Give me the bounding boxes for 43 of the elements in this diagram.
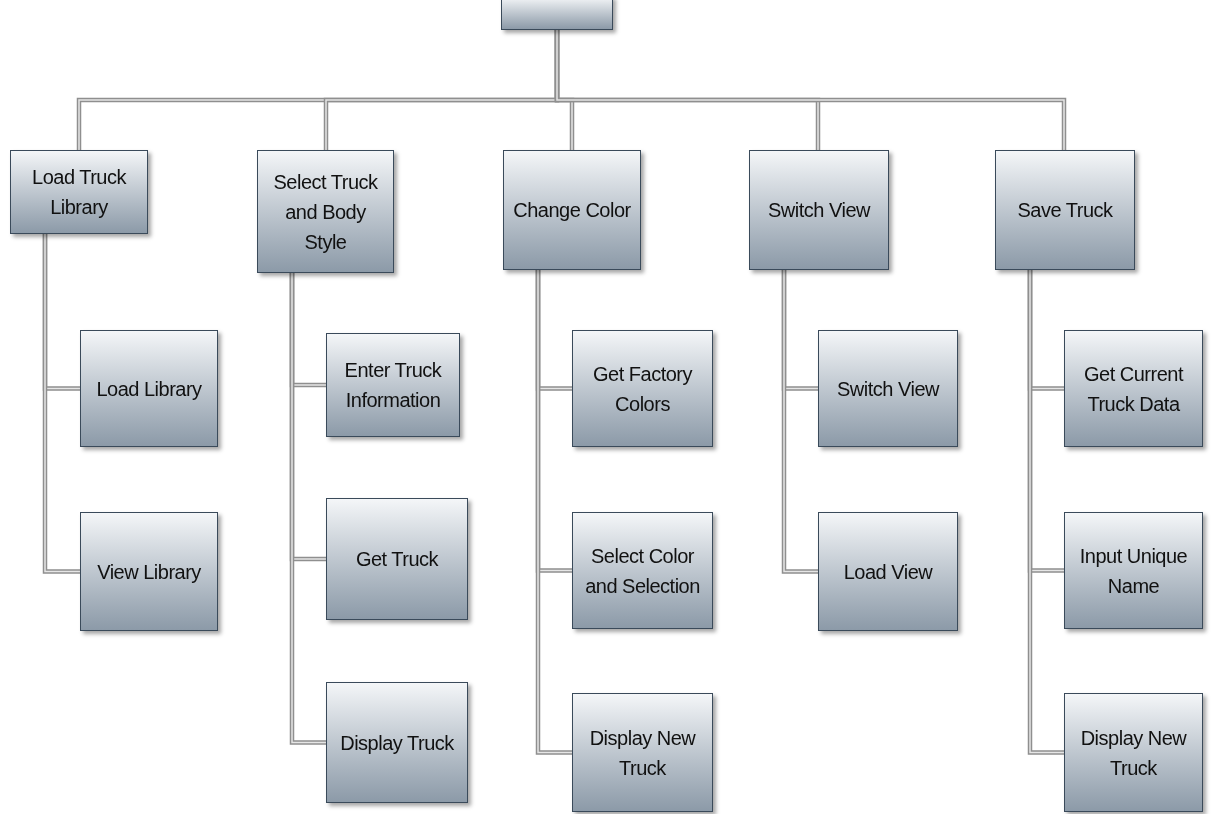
process-box [503,150,641,270]
box-label: Load Library [96,376,202,402]
box-label: Switch View [837,376,939,402]
process-box [326,682,468,803]
process-box [1064,512,1203,629]
process-box [501,0,613,30]
box-label: Get Current Truck Data [1083,361,1185,417]
box-label: Load View [843,559,933,585]
process-box [257,150,394,273]
box-label: Save Truck [1017,198,1113,223]
box-label: Display New Truck [1079,725,1188,781]
box-label: Load Truck Library [31,165,128,220]
box-label: Get Factory Colors [592,361,694,417]
process-box [326,498,468,620]
box-label: Select Color and Selection [584,543,701,599]
connector-line [1027,269,1065,755]
process-box [818,512,958,631]
connector-line [535,269,573,755]
box-label: Switch View [768,198,870,223]
process-box [326,333,460,437]
connector-line [42,233,81,574]
process-box [749,150,889,270]
process-box [572,693,713,812]
process-box [1064,693,1203,812]
box-label: Enter Truck Information [343,358,443,413]
connector-line [289,272,327,745]
box-label: Get Truck [355,547,439,572]
box-label: Input Unique Name [1078,543,1189,599]
box-label: Change Color [513,198,631,223]
box-label: Display New Truck [588,725,697,781]
process-box [572,512,713,629]
box-label: Display Truck [340,730,454,756]
connector-line [554,29,1067,151]
process-box [572,330,713,447]
box-label: Select Truck and Body Style [272,169,379,255]
process-box [1064,330,1203,447]
box-label: View Library [97,559,201,585]
process-box [818,330,958,447]
process-box [995,150,1135,270]
connector-line [781,269,819,574]
process-box [10,150,148,234]
process-box [80,512,218,631]
process-box [80,330,218,447]
